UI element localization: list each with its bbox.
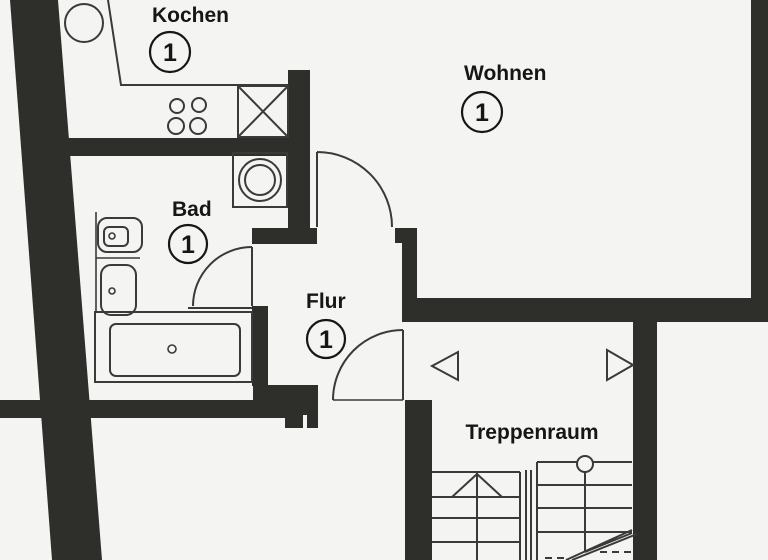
- room-number-kochen: 1: [163, 39, 177, 67]
- stair-direction-triangle-right-icon: [606, 348, 636, 382]
- stair-direction-triangle-left-icon: [429, 350, 459, 382]
- stair-newel-circle: [576, 455, 594, 473]
- wohnen-east-wall: [751, 0, 768, 298]
- bad-east-lower-wall: [252, 306, 268, 386]
- door-arc-wohnen: [316, 151, 393, 228]
- south-exterior-wall-step: [253, 385, 303, 400]
- room-label-wohnen: Wohnen: [464, 62, 546, 85]
- treppenraum-east-wall: [633, 322, 657, 560]
- washbasin-icon: [100, 264, 137, 316]
- door-arc-bad: [192, 246, 253, 307]
- doors: [192, 151, 404, 401]
- stair-divider-lines: [525, 470, 532, 560]
- stair-flight-right-icon: [536, 455, 638, 560]
- treppenraum-elements: [429, 348, 638, 560]
- exterior-diagonal-wall: [10, 0, 102, 560]
- room-number-wohnen: 1: [475, 99, 489, 127]
- bathtub-icon: [94, 307, 253, 383]
- room-number-circle-kochen: [148, 30, 192, 74]
- room-labels: Kochen 1 Wohnen 1 Bad 1 Flur 1 Treppenra…: [148, 4, 599, 444]
- stove-four-burners-icon: [167, 97, 207, 135]
- room-number-circle-bad: [167, 223, 209, 265]
- room-label-kochen: Kochen: [152, 4, 229, 27]
- room-number-flur: 1: [319, 326, 333, 354]
- bad-wall-face-line: [95, 212, 140, 313]
- stair-cut-dashed-line: [545, 551, 633, 559]
- door-arc-entrance: [332, 329, 404, 401]
- room-number-bad: 1: [181, 231, 195, 259]
- toilet-icon: [97, 217, 143, 253]
- wohnen-south-wall: [410, 298, 768, 322]
- kitchen-crossed-unit-icon: [237, 85, 289, 138]
- flur-wohnen-stub: [395, 228, 417, 243]
- entrance-left-jamb: [300, 385, 318, 415]
- room-label-bad: Bad: [172, 198, 212, 221]
- entrance-left-jamb-foot: [307, 415, 318, 428]
- washing-machine-icon: [232, 152, 288, 208]
- south-exterior-wall: [0, 400, 303, 418]
- bad-door-jamb-stub: [252, 228, 317, 244]
- room-label-treppenraum: Treppenraum: [465, 421, 598, 444]
- kitchen-counter-edge: [107, 0, 288, 86]
- kochen-fixtures: [64, 0, 289, 138]
- bad-fixtures: [94, 152, 288, 383]
- treppenraum-west-wall: [405, 400, 432, 560]
- south-exterior-wall-notch: [285, 418, 303, 428]
- stair-winder-lines: [565, 529, 638, 560]
- stair-flight-left-icon: [432, 471, 521, 560]
- kochen-south-wall: [66, 138, 310, 156]
- room-label-flur: Flur: [306, 290, 346, 313]
- room-number-circle-flur: [305, 318, 347, 360]
- kitchen-sink-circle-icon: [64, 3, 104, 43]
- room-number-circle-wohnen: [460, 90, 504, 134]
